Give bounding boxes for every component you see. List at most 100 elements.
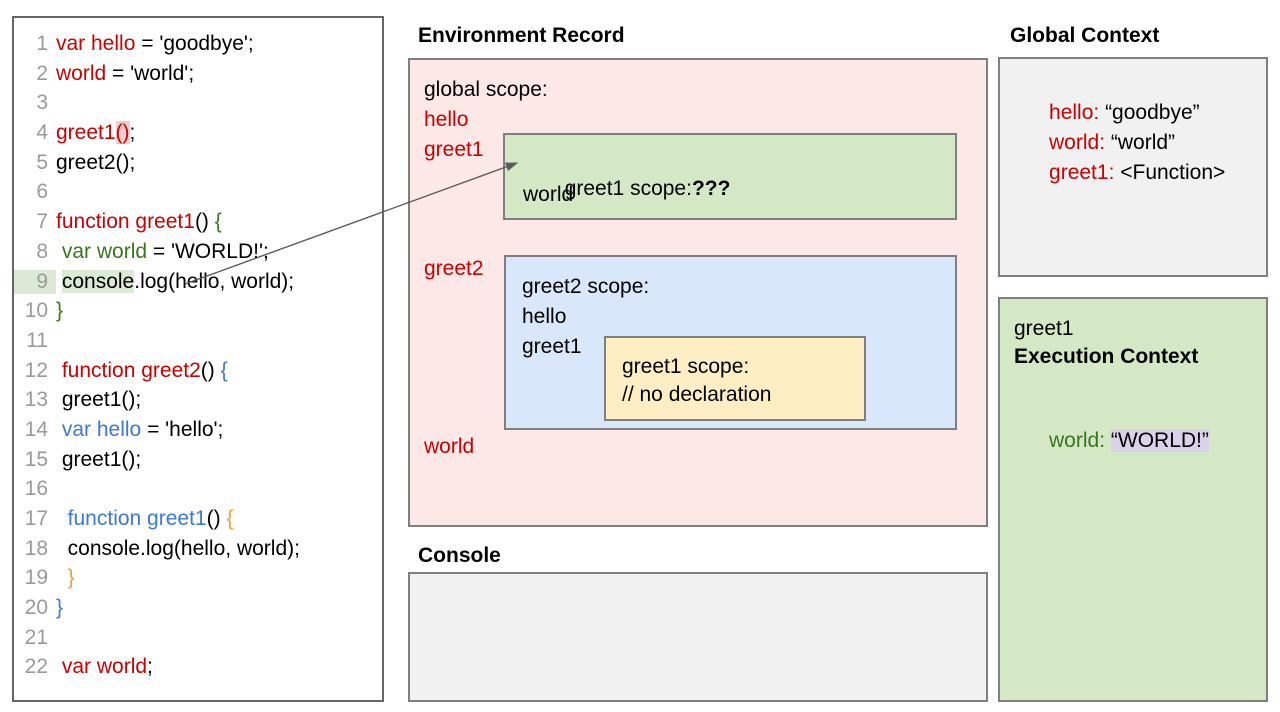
code-line-number: 14 (24, 417, 48, 441)
code-line[interactable]: 2 world = 'world'; (14, 62, 382, 92)
code-line-text: function greet1() { (56, 507, 234, 531)
environment-record-title: Environment Record (418, 24, 625, 47)
code-line-number: 16 (24, 477, 48, 501)
greet1-scope-label: greet1 scope: (564, 177, 692, 200)
code-line[interactable]: 16 (14, 477, 382, 507)
code-token: = 'goodbye'; (135, 32, 254, 55)
greet1-scope-header: greet1 scope:??? (518, 153, 731, 225)
code-token: () (115, 121, 130, 145)
code-line-text: function greet1() { (56, 210, 222, 234)
code-token: greet2(); (56, 150, 136, 174)
code-token: () (200, 358, 221, 382)
code-line[interactable]: 9 console.log(hello, world); (14, 269, 382, 300)
code-token: function greet1 (56, 210, 195, 234)
code-token: { (220, 358, 228, 382)
code-line-number: 1 (36, 32, 48, 55)
code-token: greet1(); (56, 447, 142, 471)
env-binding-hello: hello (424, 108, 469, 131)
code-line-text: var world = 'WORLD!'; (56, 240, 269, 264)
code-line[interactable]: 15 greet1(); (14, 448, 382, 478)
code-token: var world (61, 655, 148, 679)
code-line[interactable]: 14 var hello = 'hello'; (14, 418, 382, 448)
code-line-number: 4 (36, 121, 48, 145)
code-token: world (56, 61, 107, 85)
code-token: } (56, 596, 64, 620)
greet2-scope-entry-greet1: greet1 (522, 335, 582, 358)
code-line[interactable]: 22 var world; (14, 655, 382, 685)
code-line[interactable]: 11 (14, 329, 382, 359)
code-line[interactable]: 20} (14, 596, 382, 626)
code-line-number: 21 (24, 625, 48, 649)
code-line-text: } (56, 566, 75, 590)
code-token: () (206, 507, 227, 530)
execution-context-panel: greet1 Execution Context world: “WORLD!” (998, 297, 1268, 702)
global-context-panel: hello: “goodbye” world: “world” greet1: … (998, 57, 1268, 277)
code-line-number: 15 (24, 447, 48, 471)
code-line[interactable]: 19 } (14, 566, 382, 596)
greet1-scope-box: greet1 scope:??? world (503, 133, 957, 220)
code-token (56, 507, 68, 530)
execution-context-value-world: “WORLD!” (1110, 429, 1209, 452)
code-token: console (61, 269, 135, 293)
code-line-number: 8 (36, 239, 48, 263)
code-line[interactable]: 3 (14, 91, 382, 121)
code-token: console.log(hello, world); (56, 536, 300, 560)
code-line-number: 2 (36, 61, 48, 85)
code-token: var world (61, 239, 148, 263)
execution-context-title: Execution Context (1014, 345, 1199, 368)
code-token: = 'world'; (106, 61, 195, 85)
code-line-text: greet2(); (56, 151, 135, 175)
greet1-inner-scope-box: greet1 scope: // no declaration (604, 336, 866, 421)
global-context-value-world: “world” (1110, 131, 1176, 154)
code-line[interactable]: 8 var world = 'WORLD!'; (14, 240, 382, 270)
global-context-value-greet1: <Function> (1120, 161, 1226, 184)
code-line[interactable]: 17 function greet1() { (14, 507, 382, 537)
code-token: } (67, 566, 75, 590)
code-line[interactable]: 12 function greet2() { (14, 359, 382, 389)
code-line-text: console.log(hello, world); (56, 537, 300, 561)
greet1-scope-unknown-marker: ??? (691, 177, 731, 200)
code-line[interactable]: 7 function greet1() { (14, 210, 382, 240)
code-token: greet1(); (56, 388, 142, 412)
global-context-key-hello: hello (1049, 101, 1094, 124)
code-line[interactable]: 5 greet2(); (14, 151, 382, 181)
code-line-number: 19 (24, 566, 48, 590)
code-line-text: world = 'world'; (56, 62, 194, 86)
code-token: { (214, 210, 222, 234)
code-line[interactable]: 1 var hello = 'goodbye'; (14, 32, 382, 62)
code-line[interactable]: 18 console.log(hello, world); (14, 537, 382, 567)
code-line-text: function greet2() { (56, 359, 228, 383)
code-token (56, 270, 62, 293)
code-token: .log(hello, world); (134, 269, 295, 293)
code-token: ; (147, 655, 153, 679)
code-line[interactable]: 13 greet1(); (14, 388, 382, 418)
console-output (410, 574, 986, 594)
code-line-text: console.log(hello, world); (56, 269, 295, 294)
code-line-number: 5 (36, 150, 48, 174)
code-line-number: 12 (24, 358, 48, 382)
code-line-text: var world; (56, 655, 153, 679)
code-line[interactable]: 6 (14, 180, 382, 210)
console-panel[interactable] (408, 572, 988, 702)
code-editor-panel[interactable]: 1 var hello = 'goodbye'; 2 world = 'world';… (12, 16, 384, 702)
code-line-text: greet1(); (56, 448, 141, 472)
execution-context-sep-0: : (1099, 429, 1111, 452)
code-line-number: 17 (24, 507, 48, 530)
code-token: function greet2 (61, 358, 201, 382)
code-token: var hello (56, 32, 136, 55)
code-token: } (56, 299, 64, 323)
code-token: () (194, 210, 215, 234)
global-context-key-world: world (1049, 131, 1100, 154)
code-token: ; (129, 121, 136, 145)
code-token: function greet1 (67, 507, 207, 530)
global-context-sep-1: : (1099, 131, 1111, 154)
code-token (56, 566, 68, 589)
code-line[interactable]: 10} (14, 299, 382, 329)
code-line-number: 7 (36, 210, 48, 234)
code-line[interactable]: 21 (14, 626, 382, 656)
global-context-entry: world: “world” (1014, 107, 1175, 179)
code-token: var hello (61, 417, 142, 441)
code-line-text: var hello = 'hello'; (56, 417, 224, 442)
code-token: { (226, 507, 234, 530)
